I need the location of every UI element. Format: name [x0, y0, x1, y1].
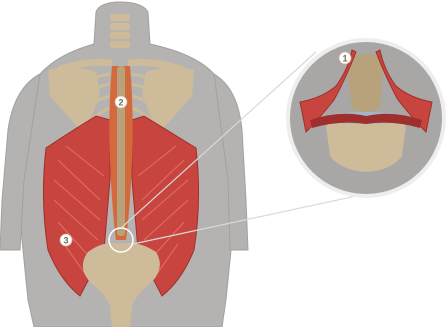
marker-2: 2	[115, 96, 127, 108]
marker-3: 3	[60, 234, 72, 246]
svg-text:3: 3	[63, 236, 68, 246]
thoracic-lumbar-spine	[117, 66, 125, 236]
svg-text:2: 2	[118, 98, 123, 108]
zoom-inset	[288, 40, 444, 196]
svg-text:1: 1	[342, 54, 347, 64]
marker-1: 1	[339, 52, 351, 64]
